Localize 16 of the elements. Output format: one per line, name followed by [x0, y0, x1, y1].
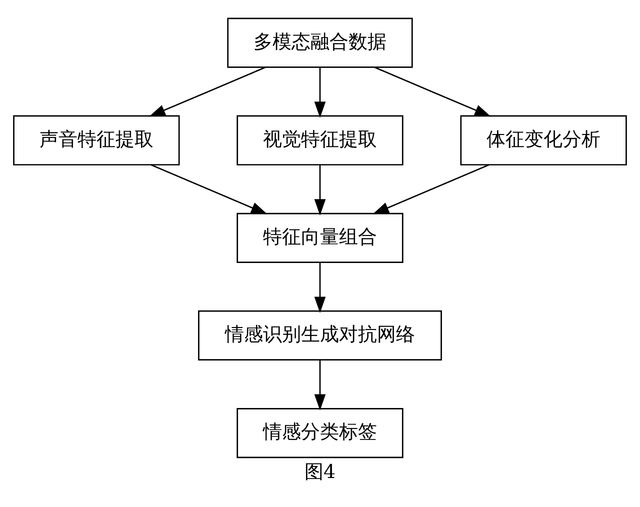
node-box: 声音特征提取: [13, 115, 180, 166]
arrow: [314, 262, 326, 313]
node-box: 多模态融合数据: [227, 18, 413, 68]
arrow: [314, 360, 326, 411]
node-box: 情感分类标签: [236, 408, 404, 458]
arrow: [150, 164, 268, 214]
node-box: 视觉特征提取: [236, 115, 404, 166]
caption: 图4: [304, 461, 336, 484]
node-box: 体征变化分析: [460, 115, 627, 166]
arrow: [372, 164, 490, 214]
arrow: [149, 66, 266, 117]
node-box: 特征向量组合: [236, 212, 404, 263]
arrow: [314, 68, 326, 118]
arrow: [314, 165, 326, 216]
node-box: 情感识别生成对抗网络: [198, 310, 442, 361]
arrow: [374, 66, 491, 117]
